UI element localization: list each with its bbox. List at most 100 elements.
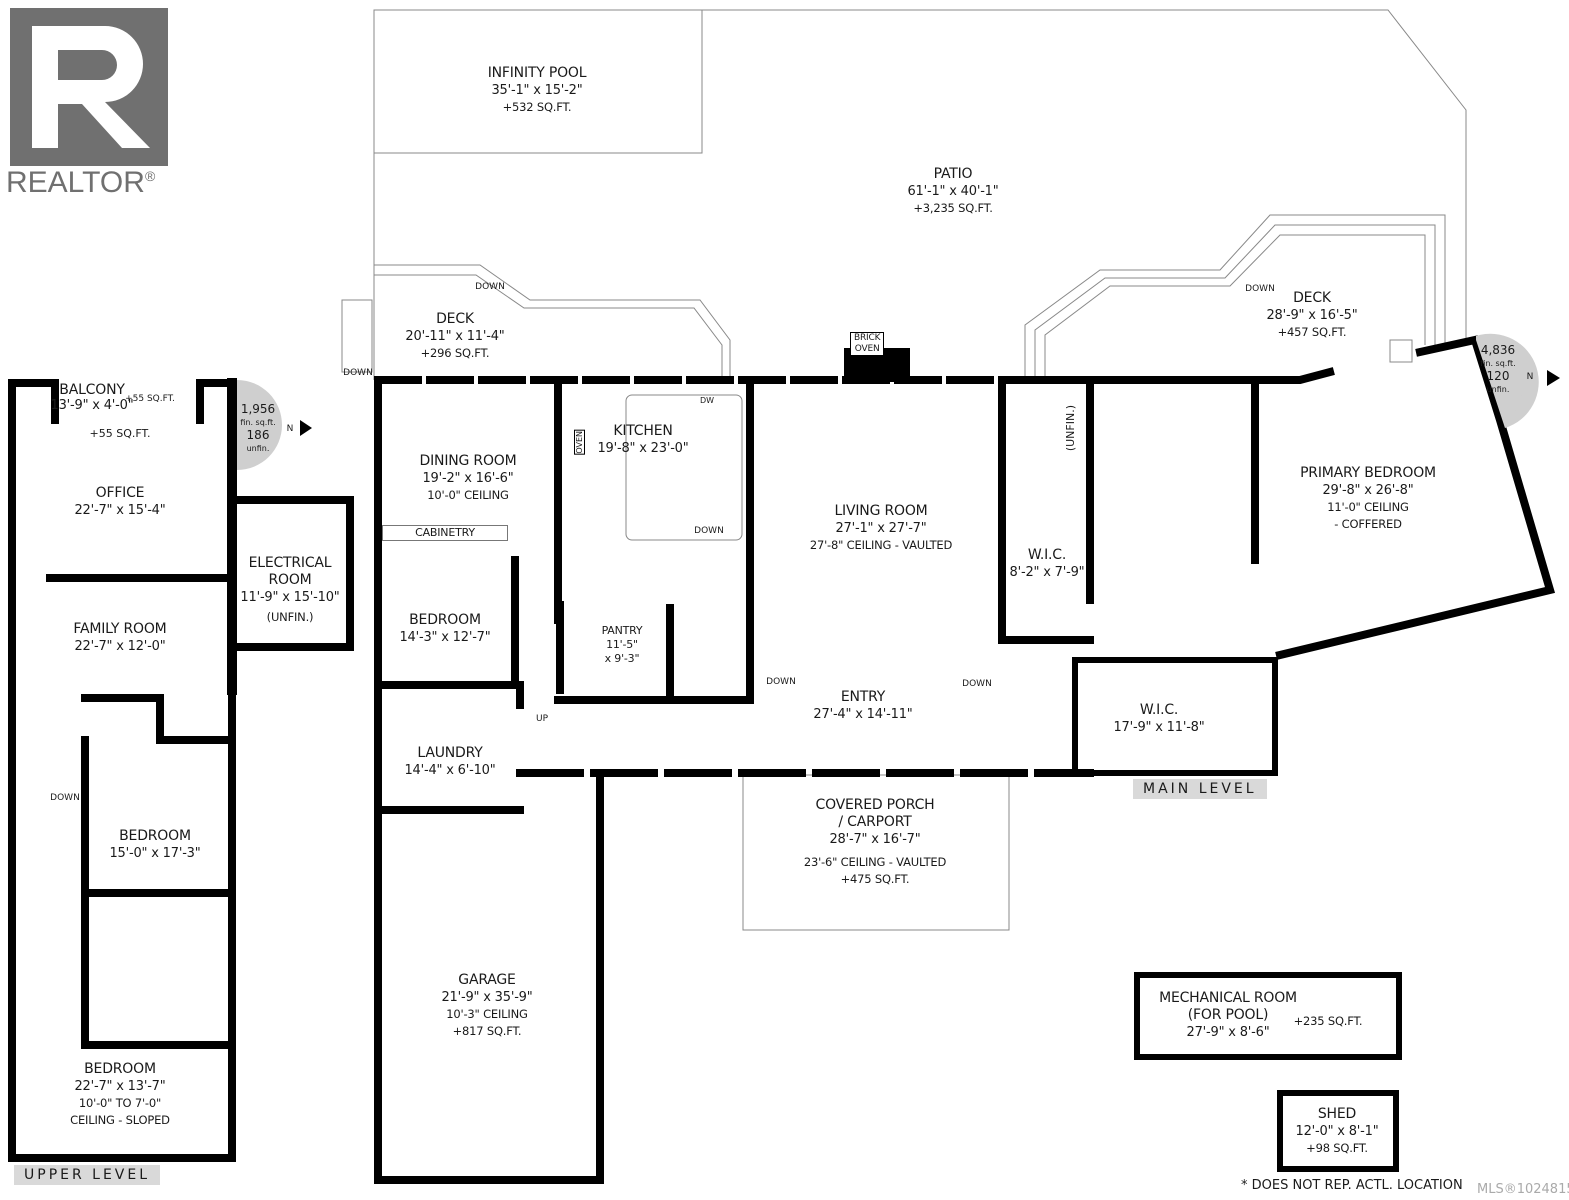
room-wic-large: W.I.C. 17'-9" x 11'-8" <box>1113 702 1204 736</box>
main-fin-sqft: 4,836 <box>1480 343 1516 357</box>
room-name: KITCHEN <box>613 423 673 439</box>
room-name: OFFICE <box>95 485 145 501</box>
room-ceiling-type: - COFFERED <box>1334 517 1402 531</box>
down-label: DOWN <box>1245 284 1275 294</box>
room-dimensions: 27'-1" x 27'-7" <box>835 521 927 536</box>
room-name: ELECTRICAL <box>248 555 332 571</box>
room-name: W.I.C. <box>1139 702 1179 718</box>
oven-label: OVEN <box>574 430 585 455</box>
room-ceiling: 11'-0" CEILING <box>1327 500 1409 514</box>
room-ceiling-type: CEILING - SLOPED <box>70 1113 170 1127</box>
room-name-line2: ROOM <box>268 572 312 588</box>
room-name-line2: OVEN <box>854 344 880 354</box>
upper-unfin-sqft: 186 <box>246 428 270 442</box>
down-label: DOWN <box>475 282 505 292</box>
room-living-room: LIVING ROOM 27'-1" x 27'-7" 27'-8" CEILING… <box>810 503 952 554</box>
room-name: DECK <box>436 311 474 327</box>
realtor-wordmark: REALTOR <box>6 166 145 199</box>
room-unfinished: (UNFIN.) <box>266 610 314 624</box>
room-dimensions: 61'-1" x 40'-1" <box>907 184 999 199</box>
room-name: PRIMARY BEDROOM <box>1300 465 1436 481</box>
room-ceiling: 10'-0" CEILING <box>427 488 509 502</box>
room-name: BALCONY <box>59 382 125 398</box>
primary-bedroom-walls <box>1275 335 1556 660</box>
down-label: DOWN <box>962 679 992 689</box>
kitchen-island <box>625 394 743 541</box>
room-area: +532 SQ.FT. <box>502 100 572 114</box>
upper-fin-unit: fin. sq.ft. <box>240 418 276 427</box>
room-name: BEDROOM <box>84 1061 156 1077</box>
room-name: LIVING ROOM <box>834 503 928 519</box>
room-dimensions: 27'-4" x 14'-11" <box>813 707 913 722</box>
room-dimensions: 22'-7" x 13'-7" <box>74 1079 166 1094</box>
room-name: BEDROOM <box>409 612 481 628</box>
room-dimensions-2: x 9'-3" <box>604 652 640 665</box>
room-dimensions: 28'-9" x 16'-5" <box>1266 308 1358 323</box>
room-bedroom-main: BEDROOM 14'-3" x 12'-7" <box>399 612 490 646</box>
main-north-arrow-icon <box>1547 370 1560 386</box>
room-name: DINING ROOM <box>419 453 517 469</box>
room-name: PATIO <box>933 166 973 182</box>
main-level-label: MAIN LEVEL <box>1133 779 1267 799</box>
deck-right-outline <box>1024 214 1446 380</box>
room-name: FAMILY ROOM <box>73 621 167 637</box>
room-name-line2: / CARPORT <box>838 814 912 830</box>
upper-compass-badge <box>237 380 282 470</box>
room-dimensions: 14'-3" x 12'-7" <box>399 630 491 645</box>
room-dimensions: 27'-9" x 8'-6" <box>1186 1025 1270 1040</box>
room-primary-bedroom: PRIMARY BEDROOM 29'-8" x 26'-8" 11'-0" CEI… <box>1300 465 1436 533</box>
room-name: BRICK <box>854 333 881 343</box>
upper-north-label: N <box>286 424 294 434</box>
room-name: W.I.C. <box>1027 547 1067 563</box>
room-dimensions: 28'-7" x 16'-7" <box>829 832 921 847</box>
main-unfin-unit: unfin. <box>1486 385 1510 394</box>
room-name: MECHANICAL ROOM <box>1159 990 1297 1006</box>
main-fin-unit: fin. sq.ft. <box>1480 359 1516 368</box>
room-dimensions: 11'-5" <box>606 638 638 651</box>
room-ceiling: 27'-8" CEILING - VAULTED <box>809 538 953 552</box>
down-label: DOWN <box>50 793 80 803</box>
upper-level-label: UPPER LEVEL <box>14 1165 161 1185</box>
room-dimensions: 17'-9" x 11'-8" <box>1113 720 1205 735</box>
room-dimensions: 8'-2" x 7'-9" <box>1009 565 1085 580</box>
mechanical-area: +235 SQ.FT. <box>1293 1014 1363 1028</box>
mls-number: MLS®1024815 <box>1477 1182 1569 1197</box>
up-label: UP <box>535 714 549 724</box>
room-dimensions: 21'-9" x 35'-9" <box>441 990 533 1005</box>
room-ceiling: 10'-0" TO 7'-0" <box>78 1096 162 1110</box>
room-dimensions: 29'-8" x 26'-8" <box>1322 483 1414 498</box>
room-ceiling: 10'-3" CEILING <box>446 1007 528 1021</box>
upper-unfin-unit: unfin. <box>246 444 270 453</box>
room-dimensions: 19'-2" x 16'-6" <box>422 471 514 486</box>
room-dimensions: 15'-0" x 17'-3" <box>109 846 201 861</box>
room-mechanical: MECHANICAL ROOM(FOR POOL)27'-9" x 8'-6" <box>1159 990 1297 1041</box>
main-unfin-sqft: 120 <box>1486 369 1510 383</box>
infinity-pool-outline <box>373 9 703 154</box>
room-bedroom-upper-2: BEDROOM 22'-7" x 13'-7" 10'-0" TO 7'-0" CEI… <box>70 1061 170 1129</box>
room-dimensions: 14'-4" x 6'-10" <box>404 763 496 778</box>
room-name: PANTRY <box>601 624 643 637</box>
registered-mark: ® <box>144 168 156 184</box>
down-label: DOWN <box>694 526 724 536</box>
location-footnote: * DOES NOT REP. ACTL. LOCATION <box>1241 1178 1463 1193</box>
room-area: +296 SQ.FT. <box>420 346 490 360</box>
room-area: +98 SQ.FT. <box>1306 1141 1368 1155</box>
realtor-r-mark <box>10 8 168 166</box>
balcony-area-2: +55 SQ.FT. <box>89 427 151 440</box>
upper-fin-sqft: 1,956 <box>240 402 276 416</box>
room-dimensions: 13'-9" x 4'-0" <box>50 398 134 413</box>
room-dimensions: 35'-1" x 15'-2" <box>491 83 583 98</box>
room-wic-small: W.I.C. 8'-2" x 7'-9" <box>1010 547 1085 581</box>
